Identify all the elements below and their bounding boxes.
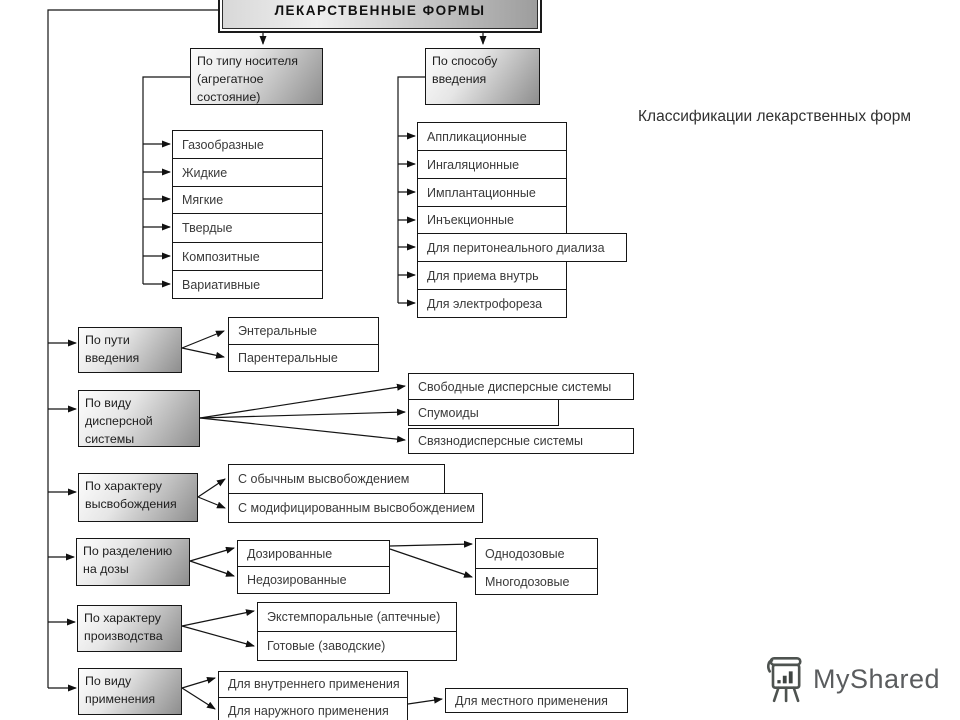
list-item: Жидкие <box>172 158 323 187</box>
list-item: Имплантационные <box>417 178 567 207</box>
branch-carrier-type: По типу носителя (агрегатное состояние) <box>190 48 323 105</box>
list-item: Аппликационные <box>417 122 567 151</box>
list-item: Энтеральные <box>228 317 379 345</box>
list-item: Недозированные <box>237 566 390 594</box>
list-item: Для внутреннего применения <box>218 671 408 698</box>
list-item: Для приема внутрь <box>417 261 567 290</box>
list-item: Спумоиды <box>408 399 559 426</box>
root-box-label: ЛЕКАРСТВЕННЫЕ ФОРМЫ <box>222 0 538 29</box>
easel-chart-icon <box>766 656 802 703</box>
list-item: Однодозовые <box>475 538 598 569</box>
list-item: Газообразные <box>172 130 323 159</box>
page-title: Классификации лекарственных форм <box>638 108 912 125</box>
list-item: Вариативные <box>172 270 323 299</box>
branch-route: По пути введения <box>78 327 182 373</box>
branch-production: По характеру производства <box>77 605 182 652</box>
list-item: Инъекционные <box>417 206 567 234</box>
list-item: С модифицированным высвобождением <box>228 493 483 523</box>
list-item: С обычным высвобождением <box>228 464 445 494</box>
list-item: Связнодисперсные системы <box>408 428 634 454</box>
root-box: ЛЕКАРСТВЕННЫЕ ФОРМЫ <box>218 0 542 33</box>
list-item: Парентеральные <box>228 344 379 372</box>
list-item: Экстемпоральные (аптечные) <box>257 602 457 632</box>
list-item: Свободные дисперсные системы <box>408 373 634 400</box>
list-item: Многодозовые <box>475 568 598 595</box>
list-item: Твердые <box>172 213 323 243</box>
branch-release: По характеру высвобождения <box>78 473 198 522</box>
list-item: Дозированные <box>237 540 390 567</box>
branch-disperse-system: По виду дисперсной системы <box>78 390 200 447</box>
branch-administration: По способу введения <box>425 48 540 105</box>
list-item: Готовые (заводские) <box>257 631 457 661</box>
list-item: Для электрофореза <box>417 289 567 318</box>
myshared-watermark: MyShared <box>763 655 940 703</box>
list-item: Для наружного применения <box>218 697 408 720</box>
myshared-brand-text: MyShared <box>813 663 941 694</box>
list-item: Ингаляционные <box>417 150 567 179</box>
branch-dosing: По разделению на дозы <box>76 538 190 586</box>
list-item: Мягкие <box>172 186 323 214</box>
list-item: Композитные <box>172 242 323 271</box>
list-item: Для перитонеального диализа <box>417 233 627 262</box>
branch-application: По виду применения <box>78 668 182 715</box>
list-item: Для местного применения <box>445 688 628 713</box>
